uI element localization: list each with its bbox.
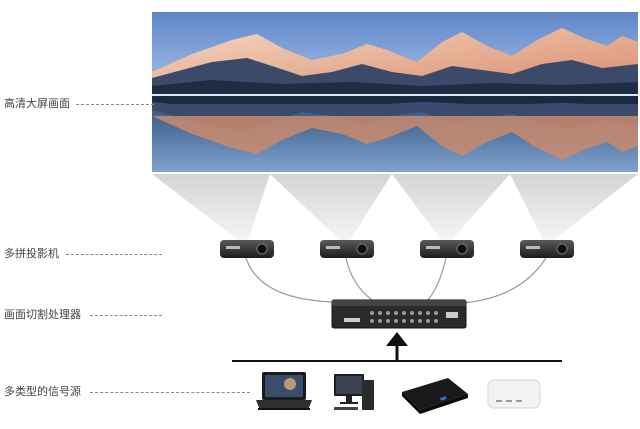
projection-beam xyxy=(152,174,270,246)
video-wall-processor-icon xyxy=(331,299,467,329)
label-hd-large-screen: 高清大屏画面 xyxy=(4,97,70,110)
projector-icon xyxy=(320,240,374,258)
cable xyxy=(345,257,373,301)
label-leader-line xyxy=(76,104,154,105)
mini-pc-icon xyxy=(487,379,541,409)
projector-icon xyxy=(520,240,574,258)
cable xyxy=(245,257,337,303)
label-video-processor: 画面切割处理器 xyxy=(4,308,81,321)
label-multi-projectors: 多拼投影机 xyxy=(4,247,59,260)
media-player-icon xyxy=(402,378,468,414)
projection-beam xyxy=(392,174,510,246)
signal-arrow-up-icon xyxy=(386,332,408,362)
desktop-computer-icon xyxy=(334,374,374,410)
label-leader-line xyxy=(66,254,162,255)
mountain-lake-landscape-image xyxy=(152,12,638,172)
cable xyxy=(461,257,547,304)
hd-large-screen xyxy=(152,12,638,172)
projection-beam xyxy=(270,174,392,246)
cable xyxy=(427,257,447,301)
projection-beam xyxy=(510,174,638,246)
label-leader-line xyxy=(90,392,250,393)
projector-icon xyxy=(220,240,274,258)
label-signal-sources: 多类型的信号源 xyxy=(4,385,81,398)
projector-icon xyxy=(420,240,474,258)
label-leader-line xyxy=(90,315,162,316)
laptop-icon xyxy=(256,372,312,410)
